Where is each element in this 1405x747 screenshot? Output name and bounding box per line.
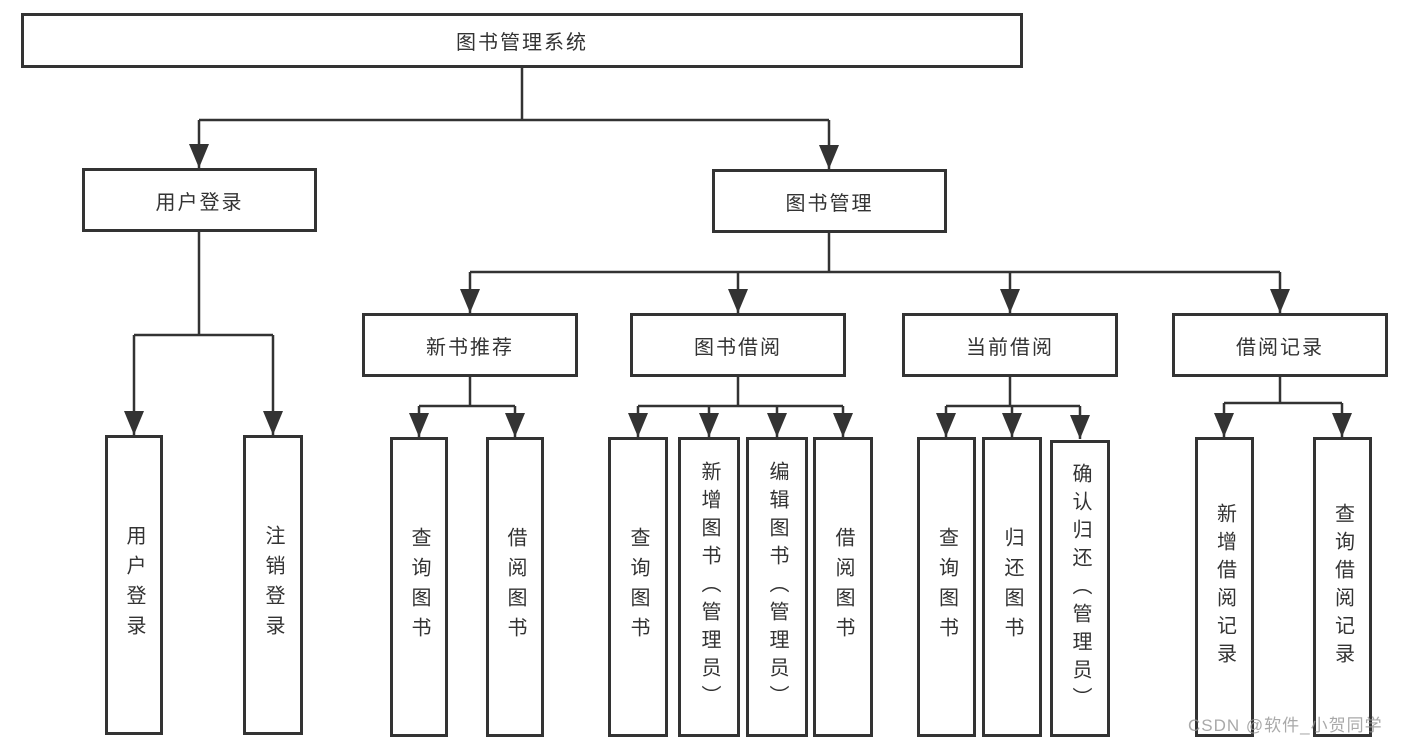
- connector-new-book: [419, 377, 515, 408]
- connector-current-borrow: [946, 377, 1080, 408]
- leaf-nb-borrow-books: 借阅图书: [486, 437, 544, 737]
- connector-user-login: [134, 232, 273, 337]
- node-new-book-recommend: 新书推荐: [362, 313, 578, 377]
- csdn-watermark: CSDN @软件_小贺同学: [1188, 716, 1383, 735]
- leaf-bb-query-books: 查询图书: [608, 437, 668, 737]
- node-current-borrowing: 当前借阅: [902, 313, 1118, 377]
- connector-root: [199, 68, 829, 122]
- leaf-logout: 注销登录: [243, 435, 303, 735]
- node-user-login: 用户登录: [82, 168, 317, 232]
- connector-book-borrow: [638, 377, 843, 408]
- leaf-bb-add-books-admin: 新增图书（管理员）: [678, 437, 740, 737]
- leaf-br-add-record: 新增借阅记录: [1195, 437, 1254, 737]
- connector-book-management: [470, 233, 1280, 274]
- node-book-borrowing: 图书借阅: [630, 313, 846, 377]
- node-library-system: 图书管理系统: [21, 13, 1023, 68]
- connector-borrow-records: [1224, 377, 1342, 405]
- arrow-drops: [124, 120, 1352, 439]
- leaf-br-query-record: 查询借阅记录: [1313, 437, 1372, 737]
- leaf-bb-borrow-books: 借阅图书: [813, 437, 873, 737]
- node-borrowing-records: 借阅记录: [1172, 313, 1388, 377]
- leaf-cb-query-books: 查询图书: [917, 437, 976, 737]
- leaf-cb-return-books: 归还图书: [982, 437, 1042, 737]
- leaf-user-login: 用户登录: [105, 435, 163, 735]
- node-book-management: 图书管理: [712, 169, 947, 233]
- leaf-nb-query-books: 查询图书: [390, 437, 448, 737]
- leaf-cb-confirm-return-admin: 确认归还（管理员）: [1050, 440, 1110, 737]
- leaf-bb-edit-books-admin: 编辑图书（管理员）: [746, 437, 808, 737]
